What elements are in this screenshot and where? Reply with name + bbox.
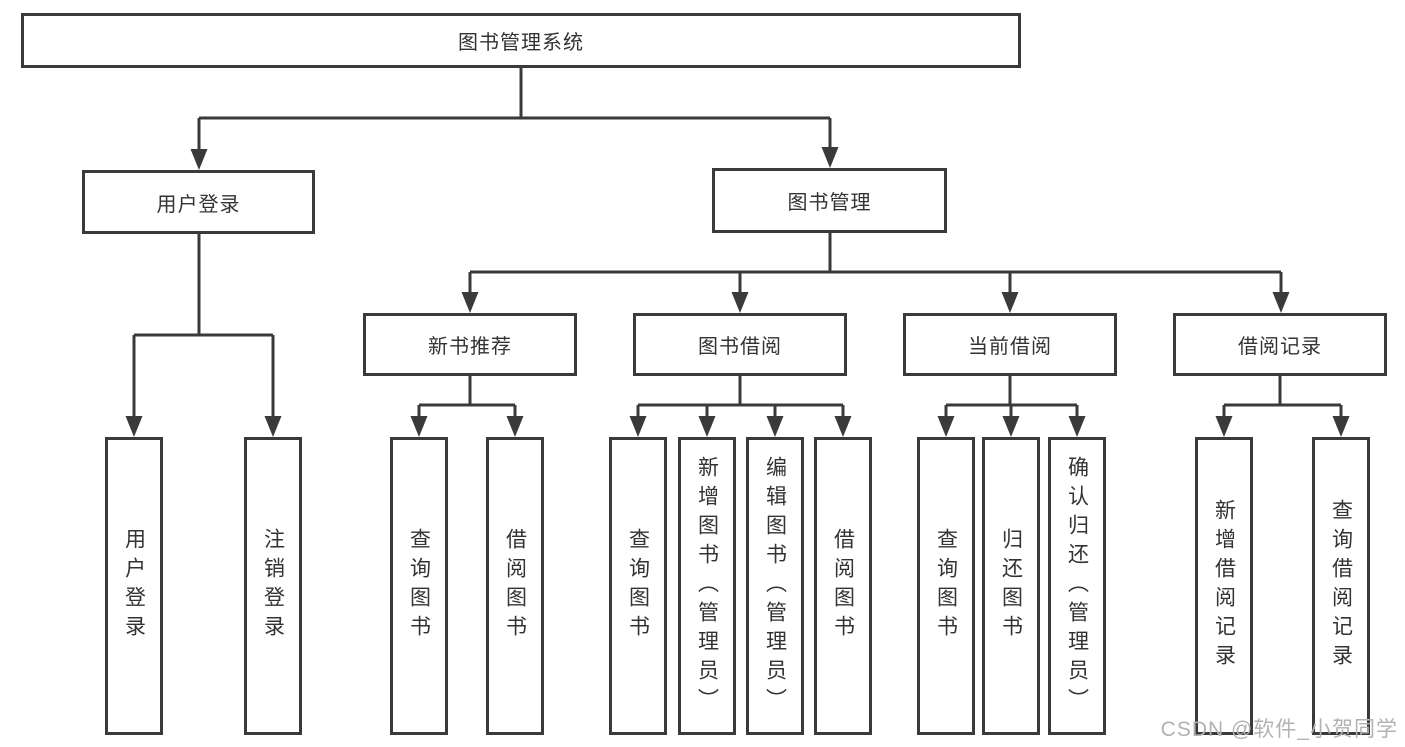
leaf-confirm-return-admin-label: 确认归还（管理员） [1065,455,1089,717]
node-new-book-recommend-label: 新书推荐 [428,336,512,358]
node-user-login-label: 用户登录 [156,193,241,216]
leaf-query-books-recommend: 查询图书 [390,437,448,735]
node-current-borrowing: 当前借阅 [903,313,1117,376]
leaf-query-borrow-record-label: 查询借阅记录 [1329,499,1353,673]
node-root-system: 图书管理系统 [21,13,1021,68]
leaf-logout: 注销登录 [244,437,302,735]
node-book-management: 图书管理 [712,168,947,233]
leaf-confirm-return-admin: 确认归还（管理员） [1048,437,1106,735]
leaf-query-borrow-record: 查询借阅记录 [1312,437,1370,735]
leaf-add-borrow-record-label: 新增借阅记录 [1212,499,1236,673]
leaf-query-books-borrowing-label: 查询图书 [626,528,650,644]
leaf-query-books-recommend-label: 查询图书 [407,528,431,644]
leaf-user-login-label: 用户登录 [122,528,146,644]
node-borrowing-records: 借阅记录 [1173,313,1387,376]
leaf-edit-books-admin: 编辑图书（管理员） [746,437,804,735]
leaf-query-books-current-label: 查询图书 [934,528,958,644]
leaf-borrow-books: 借阅图书 [814,437,872,735]
leaf-query-books-borrowing: 查询图书 [609,437,667,735]
leaf-return-books-label: 归还图书 [999,528,1023,644]
leaf-borrow-books-recommend-label: 借阅图书 [503,528,527,644]
leaf-add-borrow-record: 新增借阅记录 [1195,437,1253,735]
node-user-login: 用户登录 [82,170,315,234]
leaf-add-books-admin: 新增图书（管理员） [678,437,736,735]
node-root-label: 图书管理系统 [458,32,584,54]
leaf-borrow-books-label: 借阅图书 [831,528,855,644]
leaf-return-books: 归还图书 [982,437,1040,735]
node-book-borrowing-label: 图书借阅 [698,336,782,358]
leaf-add-books-admin-label: 新增图书（管理员） [695,455,719,717]
node-book-management-label: 图书管理 [787,192,872,214]
leaf-query-books-current: 查询图书 [917,437,975,735]
leaf-logout-label: 注销登录 [261,528,285,644]
node-borrowing-records-label: 借阅记录 [1238,336,1322,358]
node-new-book-recommend: 新书推荐 [363,313,577,376]
leaf-user-login: 用户登录 [105,437,163,735]
leaf-borrow-books-recommend: 借阅图书 [486,437,544,735]
node-book-borrowing: 图书借阅 [633,313,847,376]
csdn-watermark: CSDN @软件_小贺同学 [1160,718,1398,741]
leaf-edit-books-admin-label: 编辑图书（管理员） [763,455,787,717]
node-current-borrowing-label: 当前借阅 [968,336,1052,358]
